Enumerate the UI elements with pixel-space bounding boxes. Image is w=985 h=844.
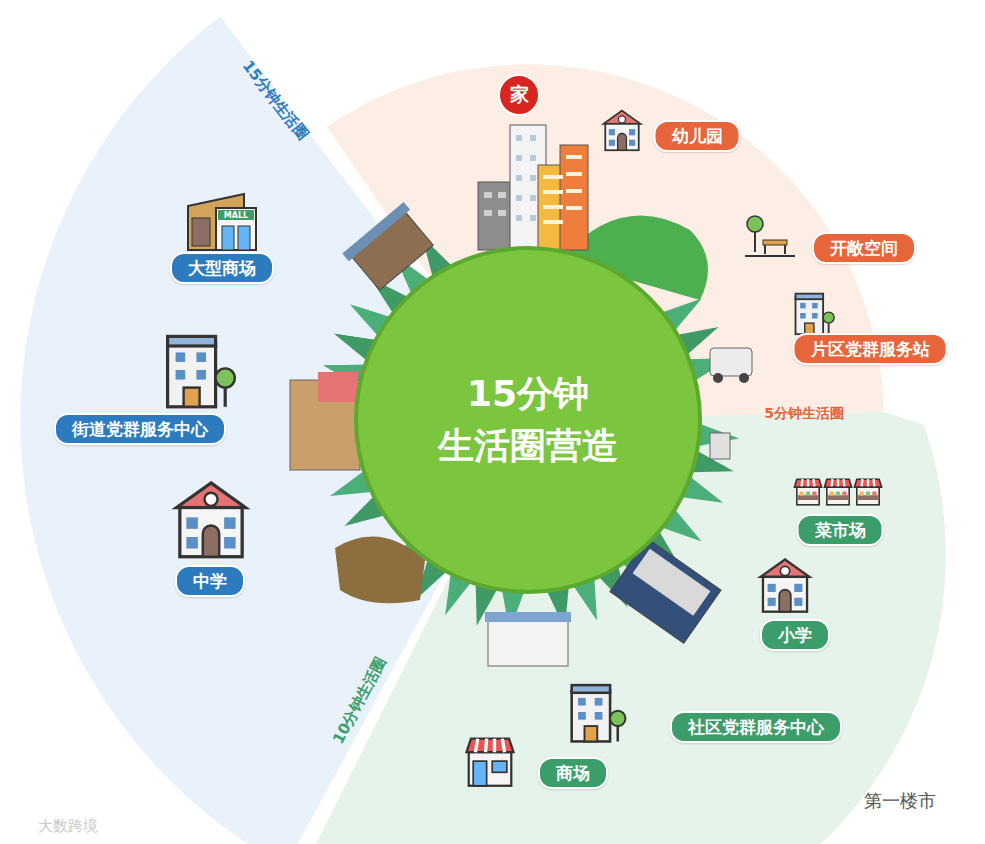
- place-pill: 街道党群服务中心: [54, 413, 226, 445]
- circle-outline: [353, 245, 703, 595]
- node-text: 中学: [193, 570, 227, 592]
- ring-label: 5分钟生活圈: [764, 405, 844, 423]
- place-pill: 社区党群服务中心: [670, 711, 842, 743]
- svg-text:MALL: MALL: [224, 211, 248, 220]
- node-text: 商场: [556, 762, 590, 784]
- node-text: 街道党群服务中心: [72, 418, 208, 440]
- node-text: 家: [510, 82, 529, 108]
- home-badge: 家: [498, 74, 540, 116]
- node-text: 片区党群服务站: [811, 338, 930, 360]
- node-text: 小学: [778, 624, 812, 646]
- place-pill: 开敞空间: [812, 232, 916, 264]
- place-pill: 商场: [538, 757, 608, 789]
- node-text: 15分钟 生活圈营造: [413, 368, 643, 472]
- place-pill: 幼儿园: [654, 120, 741, 152]
- watermark: 大数跨境: [38, 817, 98, 836]
- node-text: 大型商场: [188, 257, 256, 279]
- node-text: 幼儿园: [672, 125, 723, 147]
- watermark: 第一楼市: [864, 789, 936, 813]
- node-text: 社区党群服务中心: [688, 716, 824, 738]
- place-pill: 大型商场: [170, 252, 274, 284]
- center-circle: 15分钟 生活圈营造: [353, 245, 703, 595]
- node-text: 开敞空间: [830, 237, 898, 259]
- place-pill: 中学: [175, 565, 245, 597]
- place-pill: 菜市场: [797, 514, 884, 546]
- node-text: 菜市场: [815, 519, 866, 541]
- place-pill: 片区党群服务站: [793, 333, 948, 365]
- place-pill: 小学: [760, 619, 830, 651]
